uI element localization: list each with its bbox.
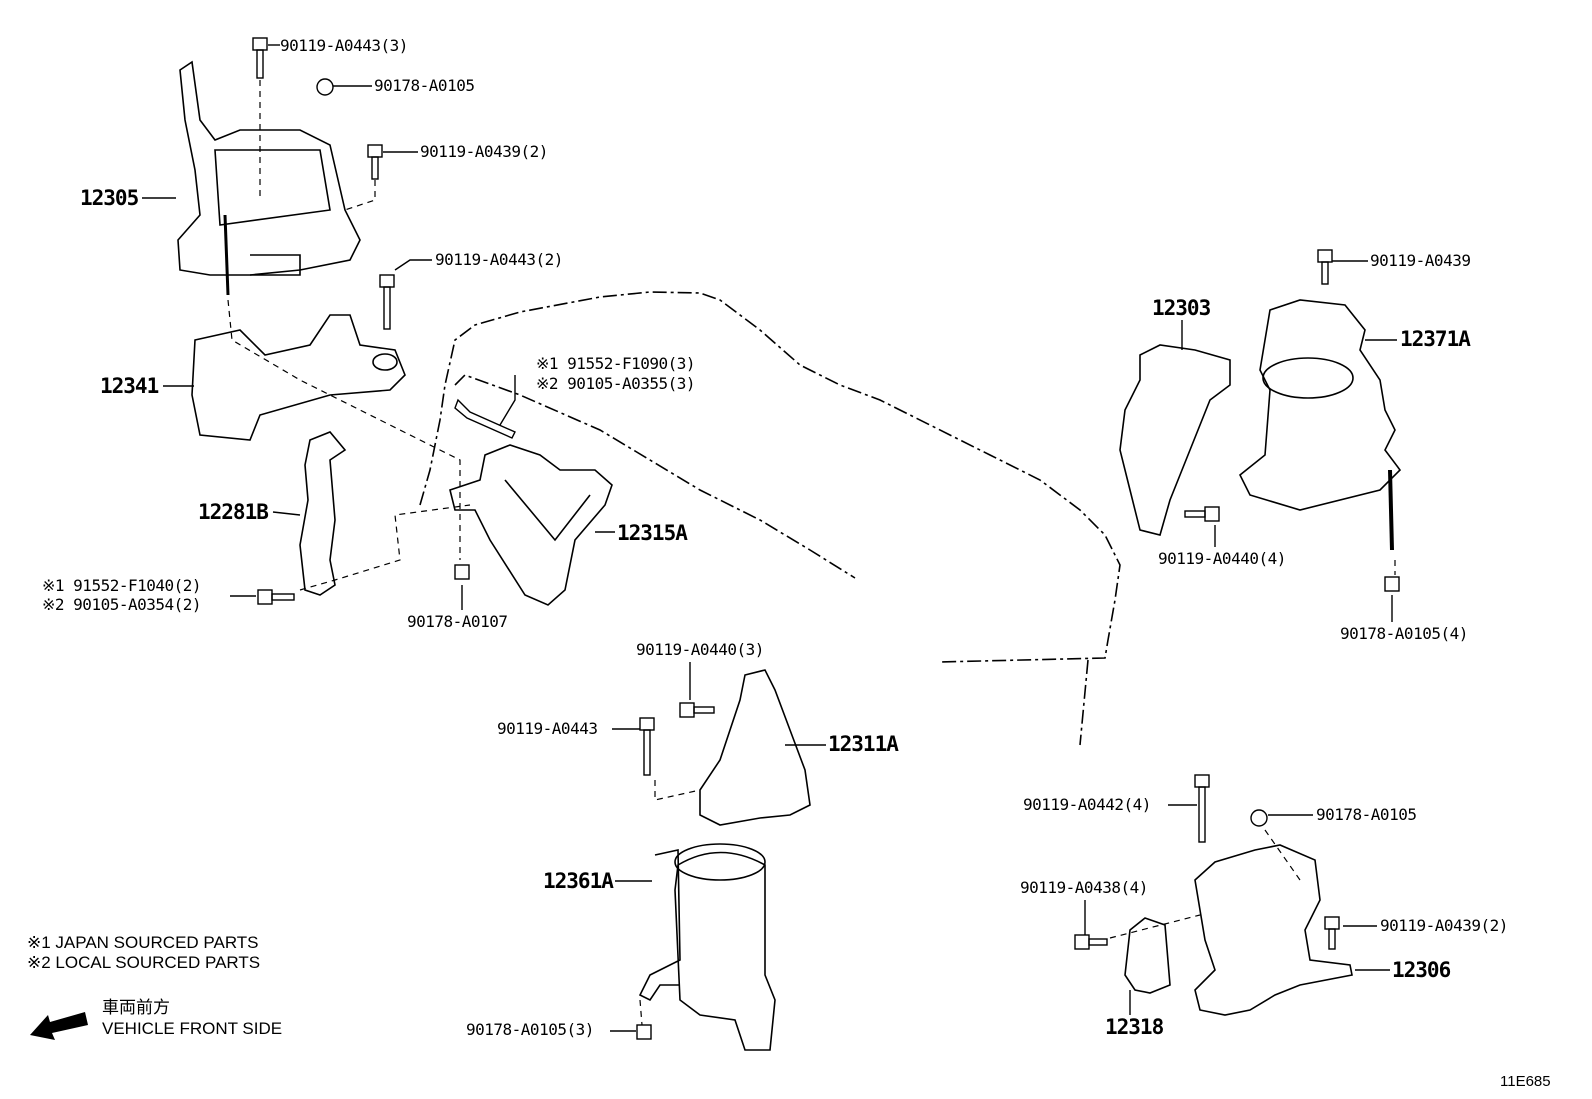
part-12306-mount	[1194, 844, 1353, 1016]
direction-label-en: VEHICLE FRONT SIDE	[102, 1019, 283, 1038]
part-12371A-mount	[1238, 299, 1402, 551]
part-12305-mount	[177, 60, 361, 296]
callout-12371A[interactable]: 12371A	[1400, 327, 1471, 351]
callout-90119-A0438-4[interactable]: 90119-A0438(4)	[1020, 878, 1148, 897]
callout-90178-A0105-b[interactable]: 90178-A0105	[1316, 805, 1417, 824]
callout-12361A[interactable]: 12361A	[543, 869, 614, 893]
callout-91552-F1040[interactable]: ※1 91552-F1040(2)	[42, 576, 202, 595]
arrow-left-icon	[30, 1012, 88, 1040]
callout-90119-A0439[interactable]: 90119-A0439	[1370, 251, 1471, 270]
callout-90119-A0443[interactable]: 90119-A0443	[497, 719, 598, 738]
callout-12306[interactable]: 12306	[1392, 958, 1451, 982]
callout-12305[interactable]: 12305	[80, 186, 139, 210]
callout-90119-A0443-3[interactable]: 90119-A0443(3)	[280, 36, 408, 55]
illustration-code: 11E685	[1500, 1073, 1551, 1090]
engine-outline-lower	[454, 374, 856, 579]
legend-local-sourced: ※2 LOCAL SOURCED PARTS	[27, 953, 261, 972]
part-12315A-bracket	[449, 444, 613, 606]
callout-90178-A0105-4[interactable]: 90178-A0105(4)	[1340, 624, 1468, 643]
callout-12318[interactable]: 12318	[1105, 1015, 1164, 1039]
part-12281B	[299, 431, 347, 596]
direction-label-jp: 車両前方	[102, 998, 170, 1017]
callout-12281B[interactable]: 12281B	[198, 500, 269, 524]
callout-90105-A0355[interactable]: ※2 90105-A0355(3)	[536, 374, 696, 393]
callout-90119-A0443-2[interactable]: 90119-A0443(2)	[435, 250, 563, 269]
part-12361A-insulator	[638, 843, 776, 1051]
part-12341-bracket	[191, 314, 406, 441]
callout-12311A[interactable]: 12311A	[828, 732, 899, 756]
callout-12315A[interactable]: 12315A	[617, 521, 688, 545]
part-12303-bracket	[1119, 344, 1231, 536]
part-12311A-bracket	[699, 669, 811, 826]
legend-japan-sourced: ※1 JAPAN SOURCED PARTS	[27, 933, 259, 952]
engine-outline	[419, 291, 1121, 663]
callout-90119-A0442-4[interactable]: 90119-A0442(4)	[1023, 795, 1151, 814]
callout-90178-A0107[interactable]: 90178-A0107	[407, 612, 508, 631]
callout-90119-A0440-3[interactable]: 90119-A0440(3)	[636, 640, 764, 659]
callout-90119-A0440-4[interactable]: 90119-A0440(4)	[1158, 549, 1286, 568]
callout-90178-A0105[interactable]: 90178-A0105	[374, 76, 475, 95]
callout-91552-F1090[interactable]: ※1 91552-F1090(3)	[536, 354, 696, 373]
callout-12341[interactable]: 12341	[100, 374, 159, 398]
part-12318-plate	[1124, 917, 1171, 994]
callout-12303[interactable]: 12303	[1152, 296, 1211, 320]
callout-90119-A0439-2-b[interactable]: 90119-A0439(2)	[1380, 916, 1508, 935]
callout-90178-A0105-3[interactable]: 90178-A0105(3)	[466, 1020, 594, 1039]
bolts	[252, 37, 1400, 1040]
callout-90105-A0354[interactable]: ※2 90105-A0354(2)	[42, 595, 202, 614]
callout-90119-A0439-2[interactable]: 90119-A0439(2)	[420, 142, 548, 161]
